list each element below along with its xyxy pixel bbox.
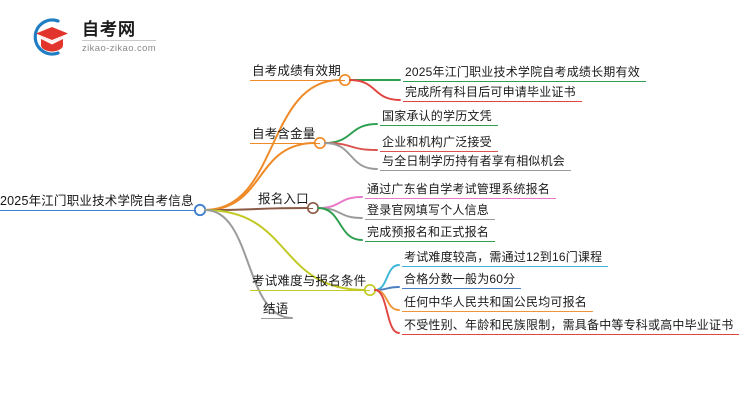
mindmap-leaf-label[interactable]: 企业和机构广泛接受: [380, 134, 498, 152]
mindmap-leaf-label[interactable]: 任何中华人民共和国公民均可报名: [402, 294, 593, 312]
mindmap-branch-label[interactable]: 考试难度与报名条件: [250, 273, 370, 291]
mindmap-leaf-label[interactable]: 完成所有科目后可申请毕业证书: [403, 84, 582, 102]
mindmap-leaf-label[interactable]: 2025年江门职业技术学院自考成绩长期有效: [403, 64, 646, 82]
mindmap-leaf-label[interactable]: 合格分数一般为60分: [402, 271, 521, 289]
mindmap-leaf-label[interactable]: 国家承认的学历文凭: [380, 108, 498, 126]
site-logo: 自考网 zikao-zikao.com: [28, 14, 208, 60]
mindmap-leaf-label[interactable]: 通过广东省自学考试管理系统报名: [365, 181, 556, 199]
mindmap-leaf-label[interactable]: 与全日制学历持有者享有相似机会: [380, 153, 571, 171]
mindmap-branch-label[interactable]: 自考含金量: [250, 126, 320, 144]
mindmap-leaf-label[interactable]: 登录官网填写个人信息: [365, 202, 495, 220]
logo-name-en: zikao-zikao.com: [82, 42, 157, 54]
mindmap-leaf-label[interactable]: 考试难度较高，需通过12到16门课程: [402, 249, 608, 267]
logo-text: 自考网 zikao-zikao.com: [82, 20, 157, 55]
logo-name-cn: 自考网: [82, 20, 157, 41]
mindmap-leaf-label[interactable]: 完成预报名和正式报名: [365, 224, 495, 242]
mindmap-branch-label[interactable]: 自考成绩有效期: [250, 63, 345, 81]
mindmap-root-label[interactable]: 2025年江门职业技术学院自考信息: [0, 193, 196, 211]
mindmap-branch-label[interactable]: 结语: [261, 301, 292, 319]
mindmap-branch-label[interactable]: 报名入口: [256, 191, 313, 209]
mindmap-leaf-label[interactable]: 不受性别、年龄和民族限制，需具备中等专科或高中毕业证书: [402, 317, 739, 335]
graduation-cap-icon: [28, 15, 76, 59]
